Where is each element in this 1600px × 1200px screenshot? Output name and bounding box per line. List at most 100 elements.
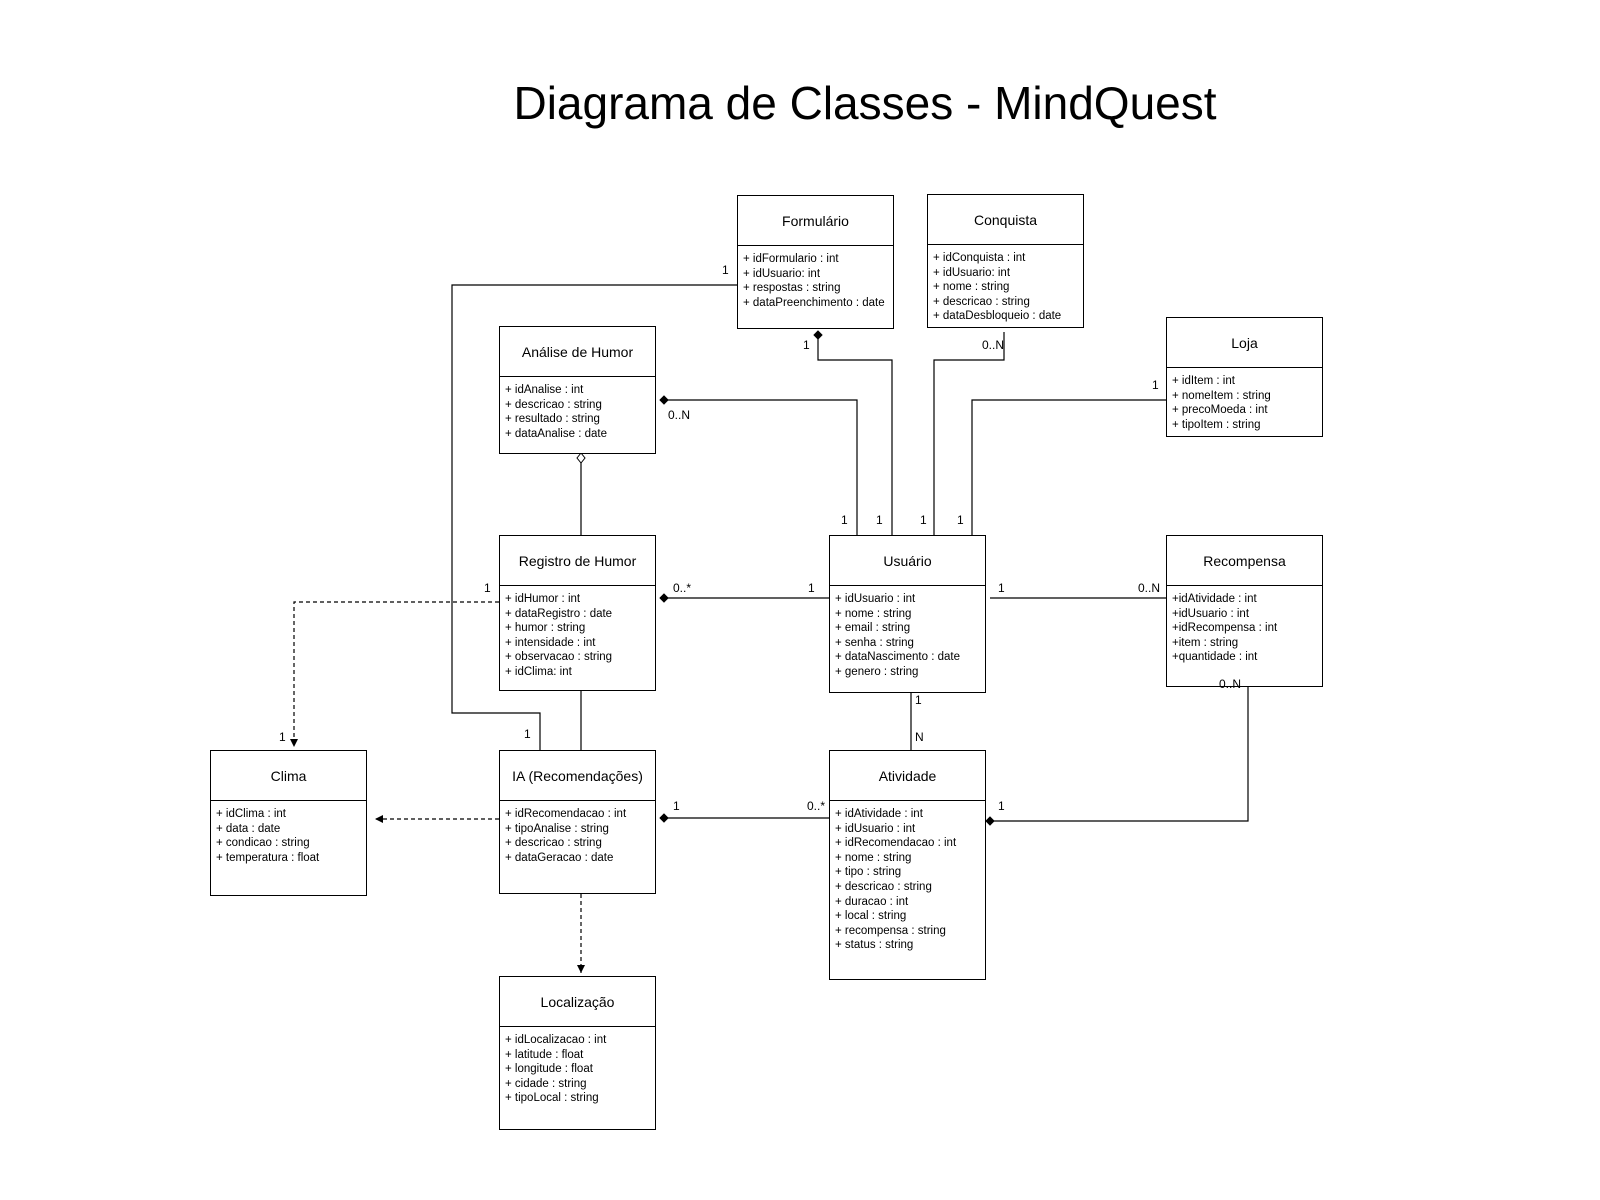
multiplicity-label: 0..N	[1138, 581, 1161, 595]
multiplicity-label: 1	[841, 513, 848, 527]
class-attribute: +idUsuario : int	[1172, 607, 1250, 620]
class-attribute: + tipoItem : string	[1172, 418, 1261, 431]
class-attribute: + descricao : string	[505, 837, 602, 850]
class-attribute: + status : string	[835, 939, 914, 952]
class-name: Localização	[500, 977, 655, 1027]
class-attribute: + nomeItem : string	[1172, 389, 1271, 402]
link-recompensa-atividade	[994, 675, 1249, 822]
class-attribute: + respostas : string	[743, 282, 841, 295]
class-attribute: + nome : string	[835, 607, 912, 620]
class-attribute: + idRecomendacao : int	[505, 808, 627, 820]
class-attribute: + tipoAnalise : string	[505, 822, 609, 835]
class-attribute: + nome : string	[933, 281, 1010, 294]
class-name: Registro de Humor	[500, 536, 655, 586]
multiplicity-label: 1	[915, 693, 922, 707]
class-attribute: + data : date	[216, 822, 281, 835]
link-loja-usuario	[971, 399, 1166, 535]
class-loja: Loja + idItem : int + nomeItem : string + …	[1166, 317, 1323, 437]
class-attributes: + idLocalizacao : int + latitude : float +…	[500, 1027, 655, 1129]
class-attribute: +quantidade : int	[1172, 651, 1258, 664]
class-attribute: + idLocalizacao : int	[505, 1034, 607, 1046]
multiplicity-label: 1	[722, 263, 729, 277]
class-attribute: + dataDesbloqueio : date	[933, 310, 1062, 323]
class-name: Formulário	[738, 196, 893, 246]
multiplicity-label: 0..N	[1219, 677, 1242, 691]
class-attribute: + idAnalise : int	[505, 384, 584, 396]
class-name: Clima	[211, 751, 366, 801]
composition-diamond-ia	[659, 813, 669, 823]
class-attribute: + dataGeracao : date	[505, 851, 614, 864]
class-attribute: + longitude : float	[505, 1063, 593, 1076]
class-attribute: + humor : string	[505, 622, 586, 635]
class-registro-de-humor: Registro de Humor + idHumor : int + dataR…	[499, 535, 656, 691]
class-attribute: + idUsuario : int	[835, 593, 916, 605]
link-formulario-ia	[451, 284, 737, 750]
class-name: Atividade	[830, 751, 985, 801]
class-atividade: Atividade + idAtividade : int + idUsuario…	[829, 750, 986, 980]
class-attribute: + idItem : int	[1172, 375, 1235, 387]
class-attribute: + idUsuario : int	[835, 822, 916, 835]
multiplicity-label: 0..N	[982, 338, 1005, 352]
class-attribute: + genero : string	[835, 665, 919, 678]
multiplicity-label: 1	[808, 581, 815, 595]
class-clima: Clima + idClima : int + data : date + cond…	[210, 750, 367, 896]
composition-diamond-analise	[659, 395, 669, 405]
class-recompensa: Recompensa +idAtividade : int+idUsuario …	[1166, 535, 1323, 687]
composition-diamond-formulario	[813, 330, 823, 340]
class-attribute: + dataRegistro : date	[505, 607, 613, 620]
class-attributes: + idUsuario : int+ nome : string+ email …	[830, 586, 985, 692]
class-attribute: + idConquista : int	[933, 252, 1026, 264]
multiplicity-label: 0..N	[668, 408, 691, 422]
link-conquista-usuario	[933, 332, 1005, 535]
class-attribute: + local : string	[835, 910, 907, 923]
link-formulario-usuario	[817, 335, 893, 535]
class-attribute: + idClima : int	[216, 808, 286, 820]
multiplicity-label: 1	[998, 799, 1005, 813]
class-attribute: + cidade : string	[505, 1077, 587, 1090]
multiplicity-label: 1	[524, 727, 531, 741]
class-attributes: + idClima : int + data : date + condicao :…	[211, 801, 366, 895]
class-name: Loja	[1167, 318, 1322, 368]
class-attribute: +idRecompensa : int	[1172, 622, 1278, 635]
class-attribute: + tipoLocal : string	[505, 1092, 599, 1105]
class-attribute: + descricao : string	[835, 880, 932, 893]
dependency-registro-clima	[290, 601, 499, 747]
class-attributes: + idAtividade : int + idUsuario : int + id…	[830, 801, 985, 979]
composition-diamond-atividade	[985, 816, 995, 826]
class-attribute: + descricao : string	[933, 295, 1030, 308]
class-attribute: + idAtividade : int	[835, 808, 923, 820]
class-attributes: + idHumor : int + dataRegistro : date + hu…	[500, 586, 655, 690]
multiplicity-label: 1	[803, 338, 810, 352]
multiplicity-label: 1	[673, 799, 680, 813]
class-conquista: Conquista + idConquista : int+ idUsuario…	[927, 194, 1084, 328]
class-attribute: + dataAnalise : date	[505, 427, 607, 440]
class-attribute: + latitude : float	[505, 1048, 584, 1061]
class-attribute: + nome : string	[835, 851, 912, 864]
class-analise-de-humor: Análise de Humor + idAnalise : int+ desc…	[499, 326, 656, 454]
class-attribute: + idHumor : int	[505, 593, 581, 605]
class-attribute: +item : string	[1172, 636, 1239, 649]
class-attribute: + tipo : string	[835, 866, 902, 879]
diagram-title: Diagrama de Classes - MindQuest	[513, 77, 1217, 129]
class-attribute: + descricao : string	[505, 398, 602, 411]
class-name: Usuário	[830, 536, 985, 586]
class-attribute: + condicao : string	[216, 837, 310, 850]
class-attribute: + recompensa : string	[835, 924, 946, 937]
multiplicity-label: 1	[920, 513, 927, 527]
class-attributes: + idConquista : int+ idUsuario: int+ nom…	[928, 245, 1083, 327]
class-attribute: + intensidade : int	[505, 636, 596, 649]
link-analise-usuario	[662, 399, 858, 535]
multiplicity-label: 1	[1152, 378, 1159, 392]
class-name: Recompensa	[1167, 536, 1322, 586]
class-attribute: + idClima: int	[505, 665, 572, 678]
class-attribute: + idRecomendacao : int	[835, 837, 957, 850]
multiplicity-label: 1	[957, 513, 964, 527]
multiplicity-label: 1	[998, 581, 1005, 595]
class-attribute: + precoMoeda : int	[1172, 404, 1268, 417]
class-attributes: + idAnalise : int+ descricao : string+ r…	[500, 377, 655, 453]
class-attributes: + idRecomendacao : int + tipoAnalise : st…	[500, 801, 655, 893]
multiplicity-label: 0..*	[807, 799, 826, 813]
class-attribute: + temperatura : float	[216, 851, 320, 864]
class-attribute: + idUsuario: int	[743, 267, 821, 280]
